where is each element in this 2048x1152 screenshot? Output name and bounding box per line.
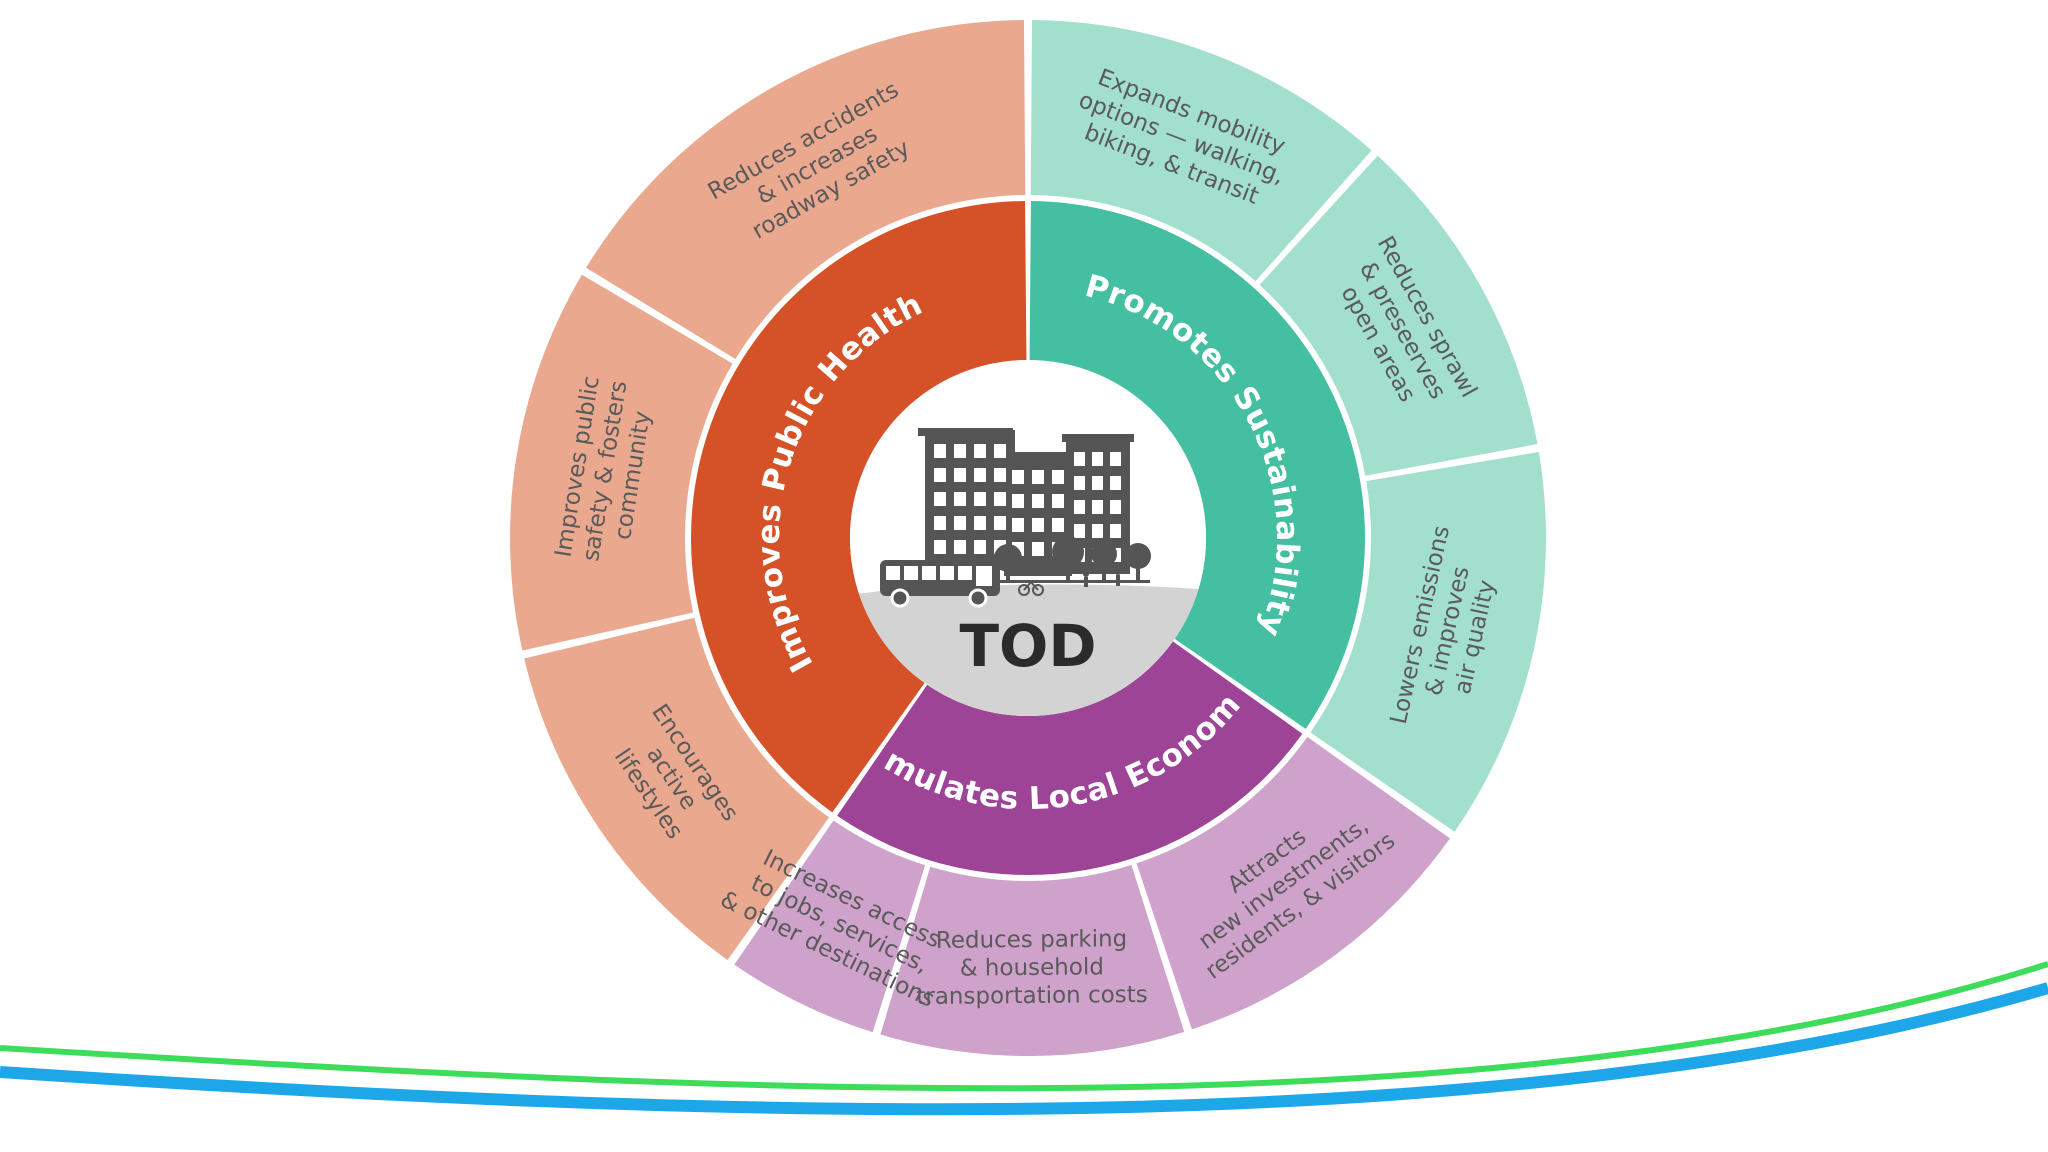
window [974, 540, 986, 554]
window [974, 516, 986, 530]
benefit-line: transportation costs [916, 982, 1148, 1010]
benefit-line: Reduces parking [936, 926, 1128, 954]
window [1092, 524, 1103, 538]
window [1092, 500, 1103, 514]
outer-segment-health-2 [509, 274, 733, 651]
window [1074, 500, 1085, 514]
trees-icon [994, 536, 1151, 582]
inner-segment-health [691, 201, 1027, 813]
outer-segment-health-1 [524, 617, 830, 960]
window [934, 516, 946, 530]
window [1074, 452, 1085, 466]
window [1074, 524, 1085, 538]
window [1012, 518, 1024, 532]
window [1092, 476, 1103, 490]
benefit-label-economy-2: Reduces parking& householdtransportation… [916, 926, 1148, 1010]
window [1110, 452, 1121, 466]
window [954, 468, 966, 482]
window [1074, 476, 1085, 490]
outer-segment-economy-1 [1136, 736, 1450, 1030]
outer-segment-sustain-3 [1310, 452, 1546, 832]
window [954, 492, 966, 506]
window [1052, 518, 1064, 532]
window [934, 492, 946, 506]
building-windows [934, 444, 1121, 562]
window [1052, 470, 1064, 484]
outer-segment-sustain-1 [1030, 20, 1372, 282]
window [994, 444, 1006, 458]
window [1110, 476, 1121, 490]
window [974, 468, 986, 482]
window [994, 468, 1006, 482]
tod-center: TOD [850, 360, 1206, 716]
window [974, 492, 986, 506]
green-wave-line [0, 961, 2048, 1092]
bicycle-icon [1018, 580, 1044, 596]
blue-wave-line [0, 982, 2048, 1116]
benefit-line: & household [960, 954, 1104, 981]
window [1032, 494, 1044, 508]
wheel-segments [509, 20, 1546, 1056]
window [934, 444, 946, 458]
inner-segment-sustain [1029, 201, 1365, 729]
window [1110, 524, 1121, 538]
outer-segment-economy-3 [734, 820, 926, 1033]
outer-segment-health-3 [586, 20, 1026, 360]
window [934, 468, 946, 482]
window [934, 540, 946, 554]
window [1032, 518, 1044, 532]
window [1052, 494, 1064, 508]
outer-segment-economy-2 [880, 865, 1185, 1056]
window [1032, 542, 1044, 556]
inner-segment-economy [837, 641, 1303, 876]
window [1032, 470, 1044, 484]
window [1110, 500, 1121, 514]
window [1012, 494, 1024, 508]
window [994, 516, 1006, 530]
window [954, 540, 966, 554]
window [1012, 470, 1024, 484]
window [954, 444, 966, 458]
outer-segment-sustain-2 [1259, 155, 1538, 476]
center-label: TOD [959, 612, 1096, 680]
window [974, 444, 986, 458]
bus-icon [880, 560, 1000, 608]
window [954, 516, 966, 530]
pedestrians-icon [1083, 569, 1121, 587]
window [1092, 452, 1103, 466]
window [994, 492, 1006, 506]
